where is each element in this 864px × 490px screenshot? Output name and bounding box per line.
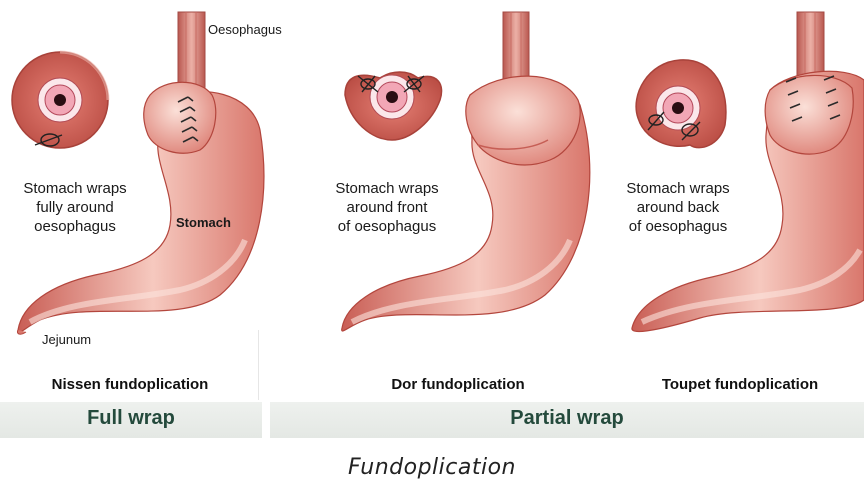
description-line: fully around <box>0 198 150 217</box>
dor-cross-section <box>345 72 442 140</box>
fundus-wrap <box>144 82 216 153</box>
dor-procedure-name: Dor fundoplication <box>358 376 558 393</box>
oesophagus-label: Oesophagus <box>208 20 282 39</box>
description-line: Stomach wraps <box>603 179 753 198</box>
description-line: oesophagus <box>0 217 150 236</box>
description-line: of oesophagus <box>312 217 462 236</box>
nissen-cross-section <box>12 52 108 148</box>
toupet-stomach-illustration <box>632 12 864 332</box>
toupet-procedure-name: Toupet fundoplication <box>640 376 840 393</box>
stomach-label: Stomach <box>176 213 231 232</box>
figure-caption: Fundoplication <box>0 455 864 480</box>
jejunum-label: Jejunum <box>42 330 91 349</box>
full-wrap-label: Full wrap <box>0 407 262 430</box>
divider <box>258 330 259 400</box>
description-line: Stomach wraps <box>312 179 462 198</box>
nissen-procedure-name: Nissen fundoplication <box>30 376 230 393</box>
toupet-description: Stomach wraps around back of oesophagus <box>603 179 753 236</box>
description-line: around front <box>312 198 462 217</box>
dor-description: Stomach wraps around front of oesophagus <box>312 179 462 236</box>
partial-wrap-label: Partial wrap <box>270 407 864 430</box>
dor-stomach-illustration <box>342 12 590 331</box>
nissen-description: Stomach wraps fully around oesophagus <box>0 179 150 236</box>
description-line: of oesophagus <box>603 217 753 236</box>
description-line: Stomach wraps <box>0 179 150 198</box>
toupet-cross-section <box>636 60 726 148</box>
description-line: around back <box>603 198 753 217</box>
